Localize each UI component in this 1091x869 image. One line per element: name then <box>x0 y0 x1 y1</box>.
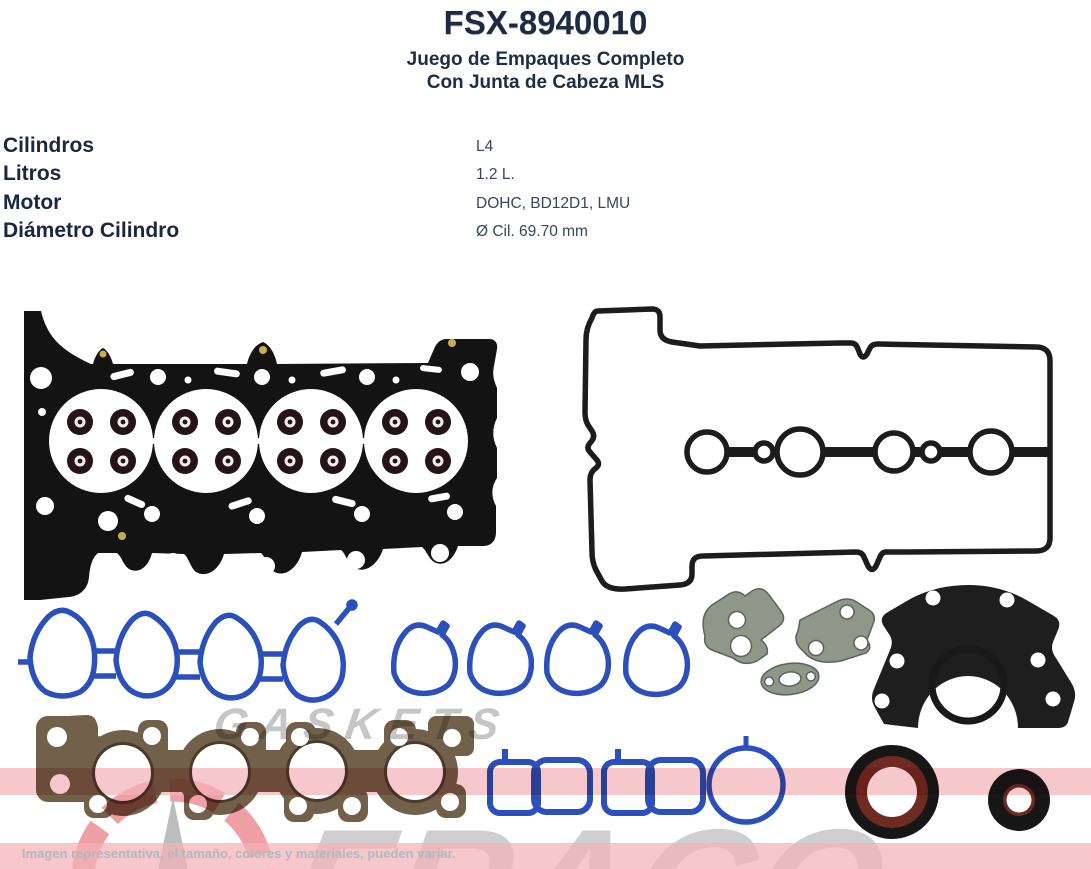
egr-gasket <box>760 662 820 696</box>
camshaft-seal <box>988 769 1050 831</box>
gasket-kit-illustration <box>18 306 1076 839</box>
crankshaft-seal <box>845 745 939 839</box>
image-disclaimer: Imagen representativa, el tamaño, colore… <box>22 846 456 861</box>
spec-label-litros: Litros <box>3 162 62 185</box>
spec-value-diametro: Ø Cil. 69.70 mm <box>476 223 588 240</box>
port-gaskets <box>394 623 688 694</box>
spec-value-cilindros: L4 <box>476 138 494 155</box>
product-subtitle-line2: Con Junta de Cabeza MLS <box>426 72 665 93</box>
o-ring <box>928 645 1008 725</box>
part-number-title: FSX-8940010 <box>443 4 648 41</box>
head-gasket <box>24 311 498 600</box>
valve-cover-gasket <box>582 306 1053 592</box>
spec-label-diametro: Diámetro Cilindro <box>3 219 180 242</box>
oil-pump-gaskets <box>702 588 876 665</box>
throttle-body-gaskets <box>487 736 786 825</box>
spec-value-motor: DOHC, BD12D1, LMU <box>476 195 631 212</box>
spec-label-motor: Motor <box>3 191 62 214</box>
spec-value-litros: 1.2 L. <box>476 166 515 183</box>
product-subtitle-line1: Juego de Empaques Completo <box>406 49 685 70</box>
spec-label-cilindros: Cilindros <box>3 134 95 157</box>
intake-manifold-gasket <box>18 599 358 703</box>
product-photo: SIMEPA Sociedad Industrial Mexicana de P… <box>0 280 1091 869</box>
rear-main-seal-gasket <box>872 585 1076 728</box>
